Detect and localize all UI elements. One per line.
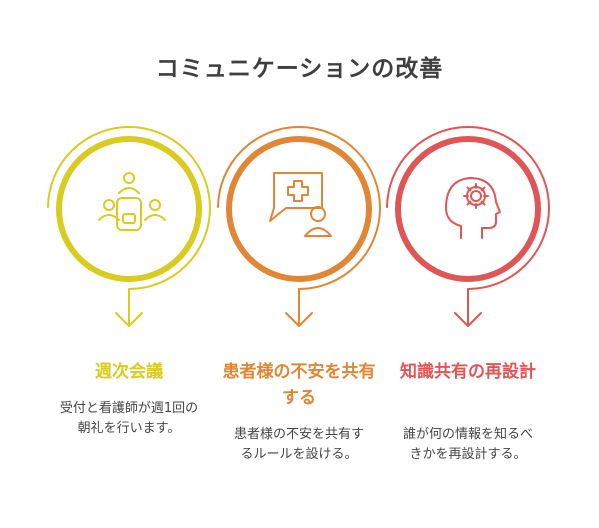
step-2-title: 患者様の不安を共有する (222, 362, 376, 408)
step-1-description: 受付と看護師が週1回の朝礼を行います。 (59, 401, 199, 436)
step-3-arrow-icon (454, 312, 482, 327)
step-2-connector-line (217, 126, 381, 325)
step-3-graphic (386, 126, 550, 327)
step-3-circle (395, 136, 541, 282)
medical-chat-icon (269, 172, 332, 237)
step-1-title: 週次会議 (95, 362, 163, 382)
step-3-title: 知識共有の再設計 (400, 362, 536, 382)
step-3-description: 誰が何の情報を知るべきかを再設計する。 (402, 427, 533, 462)
step-1-graphic (47, 126, 211, 327)
step-1-circle (56, 136, 202, 282)
step-1-arrow-icon (115, 312, 143, 327)
meeting-table-icon (98, 172, 166, 231)
step-2-description: 患者様の不安を共有するルールを設ける。 (233, 427, 364, 462)
step-3-connector-line (386, 126, 550, 325)
page-title: コミュニケーションの改善 (155, 56, 444, 82)
step-1-connector-line (47, 126, 211, 325)
step-2-graphic (217, 126, 381, 327)
step-2-arrow-icon (285, 312, 313, 327)
head-gear-icon (445, 177, 501, 239)
